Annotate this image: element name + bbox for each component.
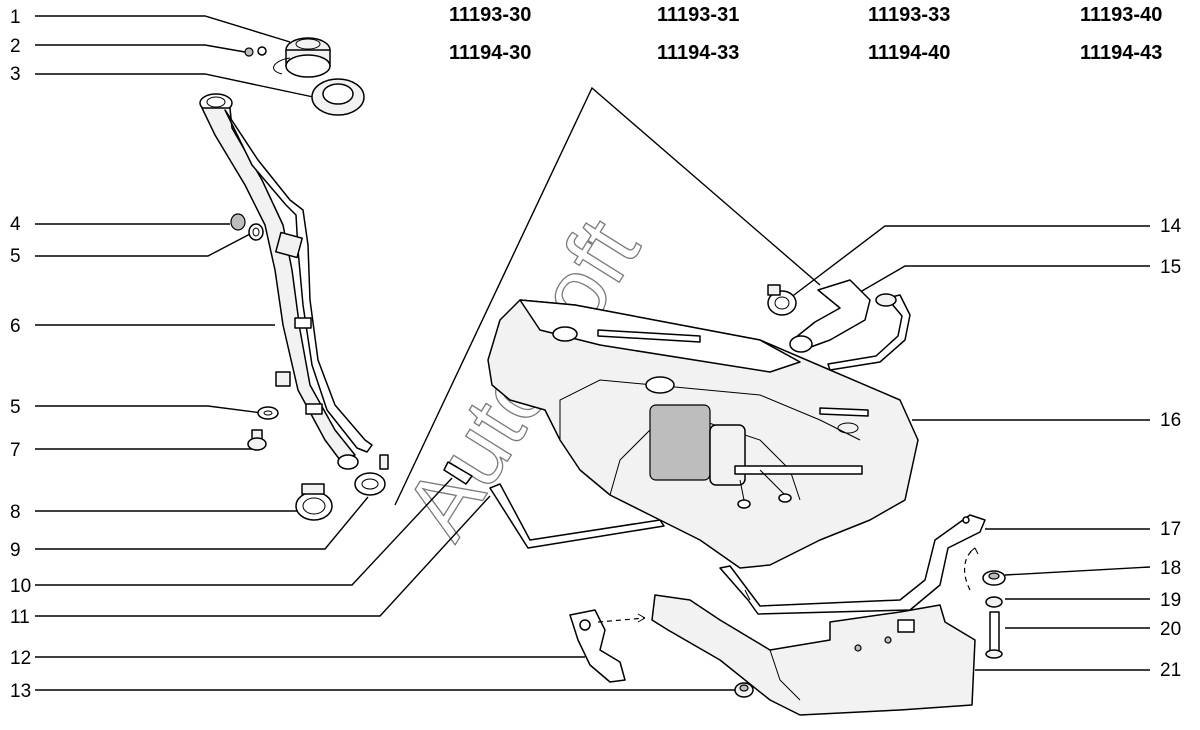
leader-1 <box>35 15 291 43</box>
leader-10 <box>35 477 453 586</box>
model-code-r2-c1: 11194-30 <box>449 42 531 64</box>
model-code-r1-c4: 11193-40 <box>1080 4 1162 26</box>
heat-shield <box>651 594 976 716</box>
vent-hose-short <box>443 461 473 485</box>
filler-seal-ring <box>311 78 365 116</box>
callout-7: 7 <box>10 440 21 461</box>
leader-3 <box>35 73 319 99</box>
hose-clamp-large <box>295 483 333 521</box>
callout-11: 11 <box>10 607 30 628</box>
callout-4: 4 <box>10 214 21 235</box>
leader-15 <box>854 265 1150 296</box>
leader-5b <box>35 405 263 414</box>
strap-washer <box>982 570 1006 586</box>
callout-10: 10 <box>10 576 31 597</box>
leader-5 <box>35 233 251 257</box>
callout-5b: 5 <box>10 397 21 418</box>
callout-8: 8 <box>10 502 21 523</box>
filler-cap <box>273 37 331 78</box>
callout-1: 1 <box>10 7 21 28</box>
callout-17: 17 <box>1160 519 1181 540</box>
leader-2 <box>35 44 246 53</box>
strap-bolt <box>985 611 1003 659</box>
strap-assembly-arc <box>963 547 976 591</box>
callout-2: 2 <box>10 36 21 57</box>
leader-18 <box>1004 566 1151 576</box>
callout-14: 14 <box>1160 216 1182 237</box>
model-code-r1-c2: 11193-31 <box>657 4 739 26</box>
callout-16: 16 <box>1160 410 1181 431</box>
filler-hose <box>767 279 871 353</box>
callout-12: 12 <box>10 648 31 669</box>
callout-15: 15 <box>1160 257 1181 278</box>
shield-bracket <box>569 609 626 683</box>
callout-5: 5 <box>10 246 21 267</box>
callout-13: 13 <box>10 681 31 702</box>
callout-18: 18 <box>1160 558 1181 579</box>
callout-19: 19 <box>1160 590 1181 611</box>
bracket-washer <box>257 371 291 420</box>
bracket-arrow-head <box>637 613 646 623</box>
shield-nut <box>734 682 754 698</box>
mounting-bolt <box>247 429 267 451</box>
model-code-r1-c3: 11193-33 <box>868 4 950 26</box>
hose-clamp-small <box>354 454 389 496</box>
callout-21: 21 <box>1160 660 1181 681</box>
leader-9 <box>35 496 369 550</box>
model-code-r2-c2: 11194-33 <box>657 42 739 64</box>
strap-nut <box>985 596 1003 608</box>
cap-tether-nut <box>244 46 267 57</box>
neck-bushing <box>230 213 264 241</box>
callouts-left: 1 2 3 4 5 6 5 7 8 9 10 11 12 13 <box>10 7 31 702</box>
model-code-r2-c3: 11194-40 <box>868 42 950 64</box>
callouts-right: 14 15 16 17 18 19 20 21 <box>1160 216 1182 681</box>
leader-11 <box>35 495 491 617</box>
model-codes: 11193-30 11193-31 11193-33 11193-40 1119… <box>449 4 1162 64</box>
callout-3: 3 <box>10 64 21 85</box>
bracket-assembly-arrow <box>597 617 646 623</box>
callout-9: 9 <box>10 540 21 561</box>
leader-14 <box>789 225 1150 299</box>
leader-lines <box>35 15 1151 691</box>
callout-20: 20 <box>1160 619 1181 640</box>
model-code-r2-c4: 11194-43 <box>1080 42 1162 64</box>
assembly-reference-line <box>394 86 821 506</box>
model-code-r1-c1: 11193-30 <box>449 4 531 26</box>
strap-arrow <box>969 547 979 555</box>
filler-neck-pipe <box>199 93 373 470</box>
callout-6: 6 <box>10 316 21 337</box>
tank-strap <box>719 514 986 615</box>
vent-tube <box>827 293 911 371</box>
fuel-tank <box>487 299 919 569</box>
